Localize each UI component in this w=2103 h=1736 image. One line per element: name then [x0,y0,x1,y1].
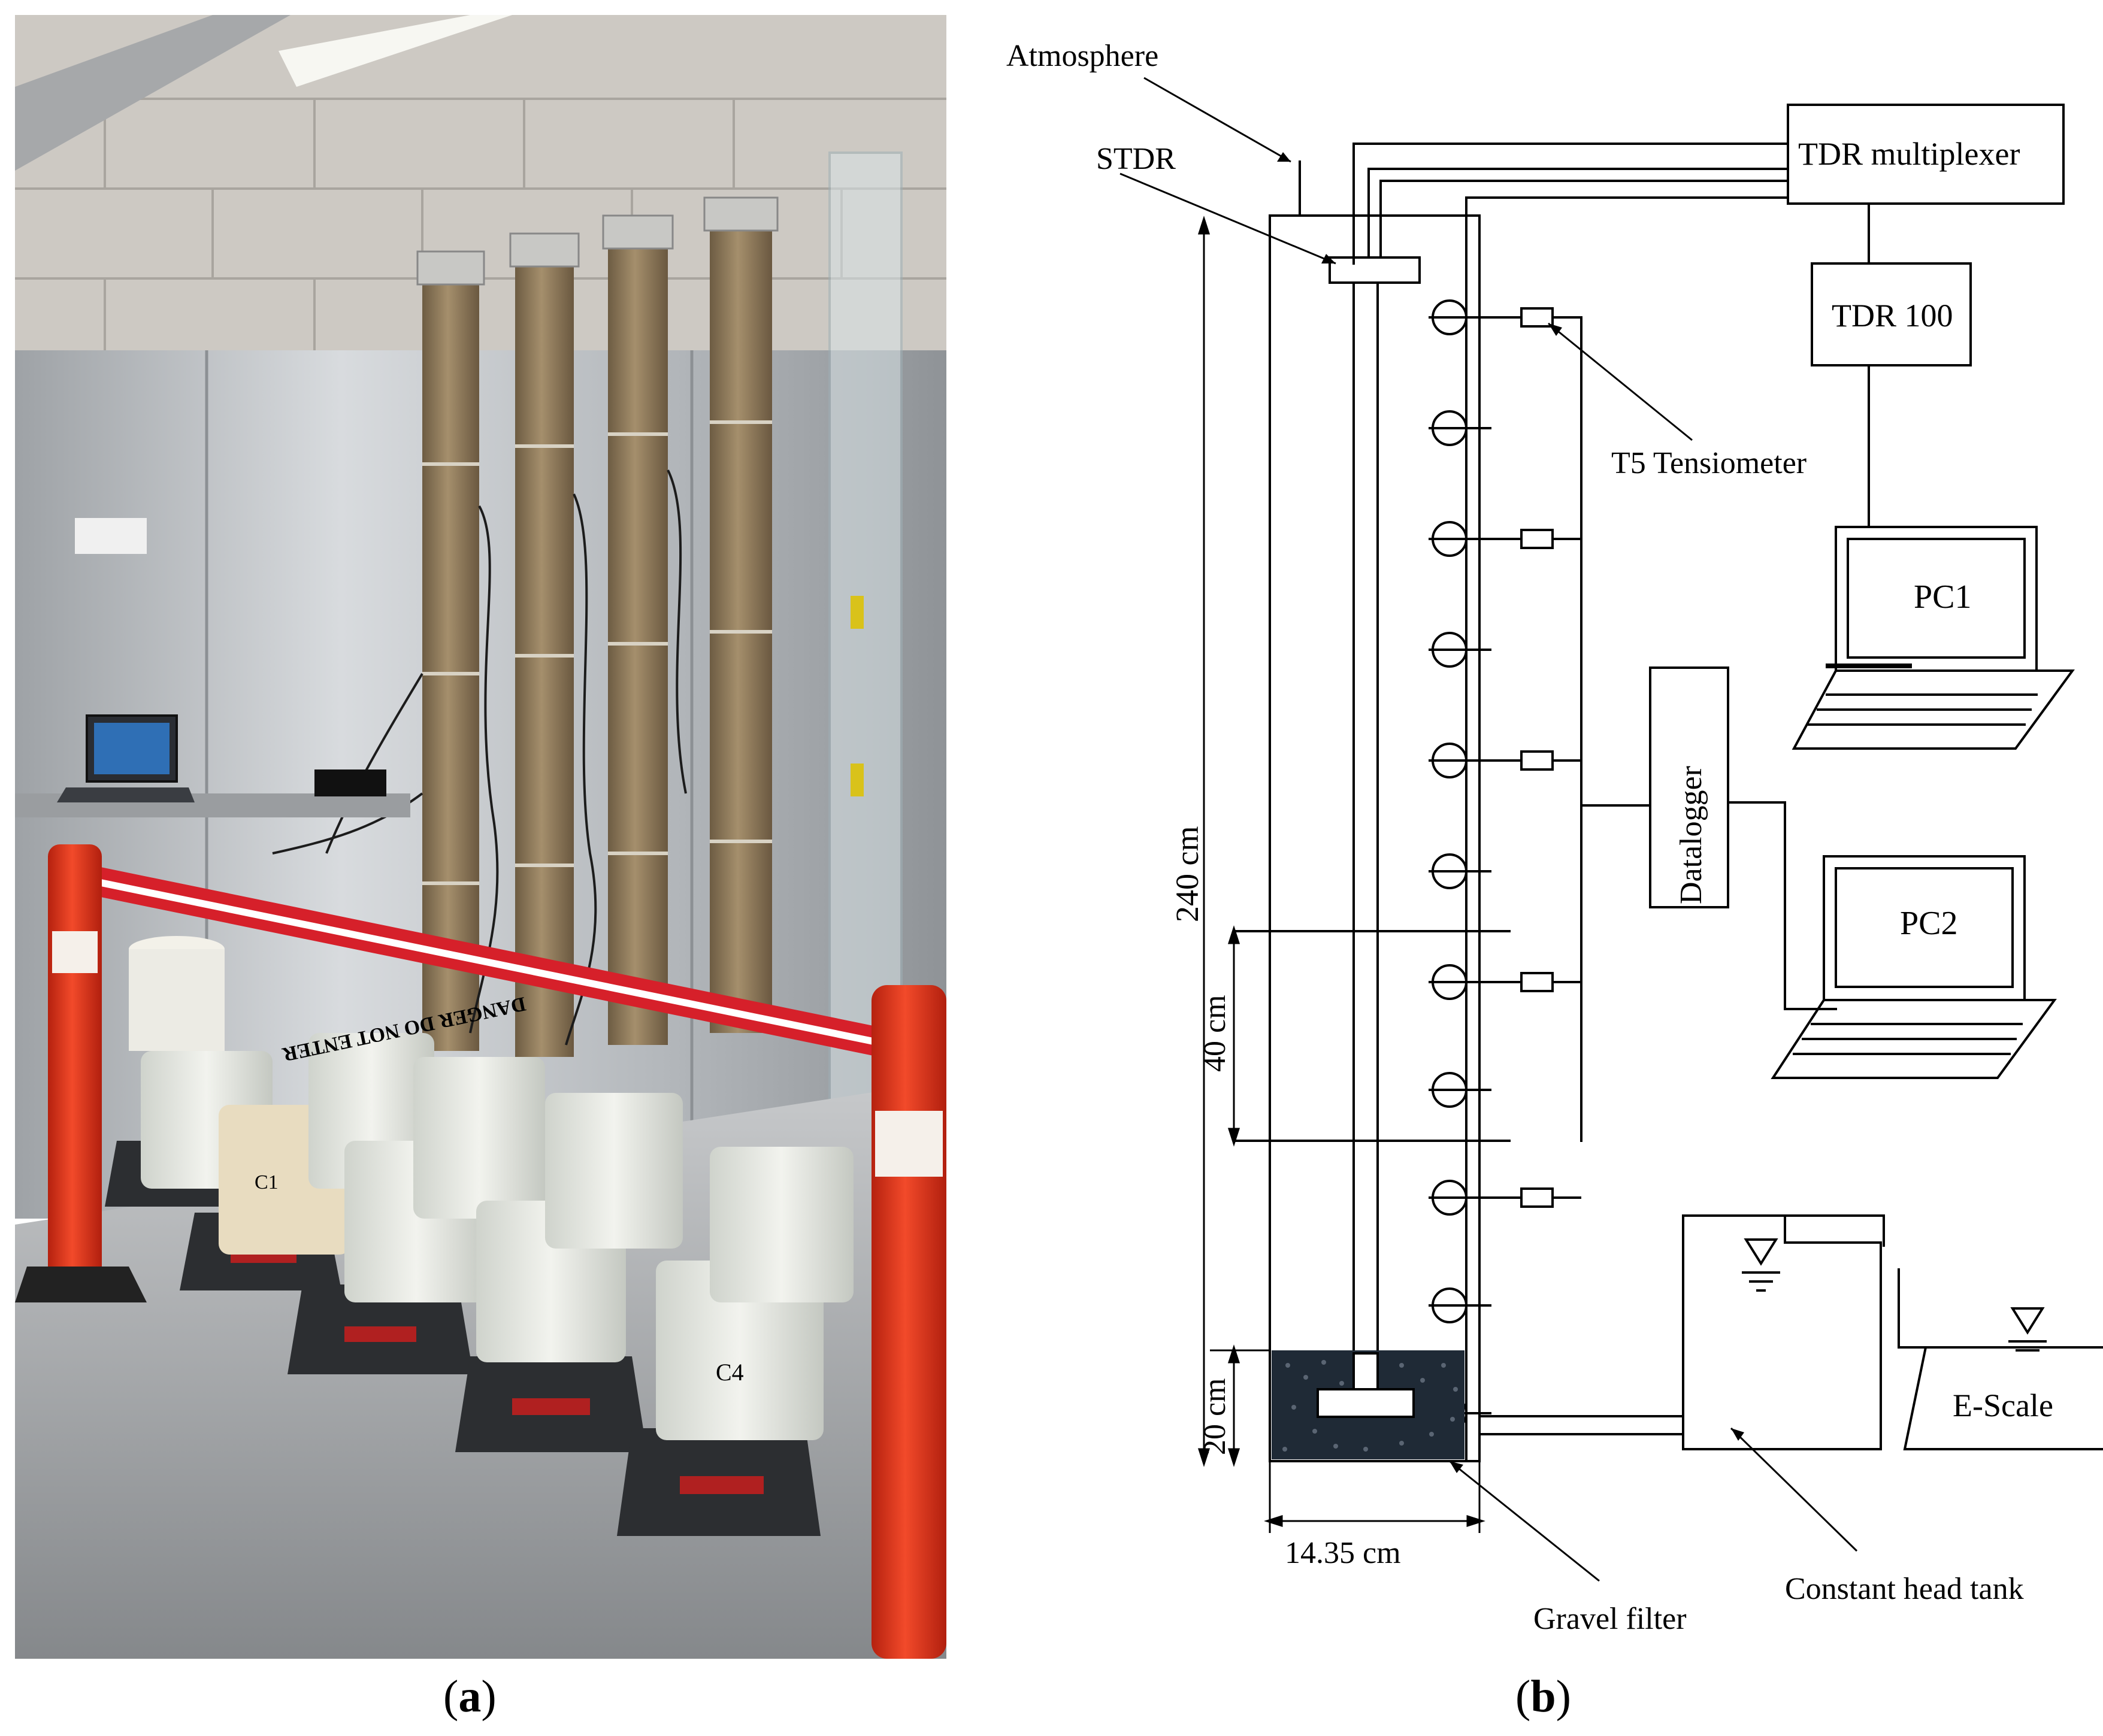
water-container [710,1147,854,1302]
datalogger-to-pc2 [1727,801,1837,1010]
scale [455,1356,647,1452]
dimension-lines [1197,216,1485,1533]
caption-b: (b) [1515,1671,1571,1722]
water-container [545,1093,683,1249]
scale [288,1284,473,1374]
constant-head-tank [1682,1214,1882,1450]
arrow-heads [1277,152,1744,1473]
column-to-multiplexer [1465,196,1789,217]
soil-column [509,232,580,1057]
column-clamps [422,420,772,885]
label-tdr-100: TDR 100 [1832,298,1953,334]
e-scale [1903,1346,2103,1450]
pc1-keyboard [1792,669,2075,750]
dim-spacing: 40 cm [1198,995,1232,1072]
barrier-tape-stripe [63,871,937,1058]
caption-b-letter: b [1530,1671,1556,1722]
water-container [413,1057,545,1219]
caption-a: (a) [443,1671,497,1722]
filter-probe-head [1317,1388,1415,1418]
dim-filter-height: 20 cm [1198,1378,1232,1455]
t5-tensiometers [1466,307,1581,1208]
water-level-scale [2008,1307,2047,1352]
container-label-c1: C1 [255,1171,279,1193]
label-pc1: PC1 [1914,578,1972,616]
label-t5-tensiometer: T5 Tensiometer [1611,446,1807,480]
lab-photo: C1 C4 DANGER DO NOT ENTER [15,15,946,1659]
schematic-diagram: Atmosphere STDR TDR multiplexer TDR 100 … [1006,39,2103,1636]
soil-column [602,214,674,1045]
soil-column [416,250,485,1051]
caption-a-letter: a [458,1671,482,1722]
label-tdr-multiplexer: TDR multiplexer [1798,136,2020,172]
label-pc2: PC2 [1900,905,1958,942]
label-atmosphere: Atmosphere [1006,39,1158,73]
bucket [129,949,225,1051]
water-level-tank [1742,1238,1780,1292]
datalogger-box [1649,666,1729,908]
soil-column [703,196,779,1033]
pc1-hinge [1826,664,1912,668]
schematic: Atmosphere STDR TDR multiplexer TDR 100 … [982,0,2103,1665]
stdr-cable-outer [1379,180,1789,259]
container-label-c4: C4 [716,1359,744,1386]
stdr-probe [1329,256,1421,284]
label-gravel-filter: Gravel filter [1533,1602,1687,1636]
filter-probe-stem [1352,1352,1379,1390]
leader-arrows [1119,77,1858,1582]
stdr-cable-inner [1367,168,1789,259]
traffic-cone-left [15,844,147,1302]
dim-height-total: 240 cm [1169,826,1205,922]
water-container-c4 [656,1261,824,1440]
scale [617,1428,821,1536]
tank-outlet-top [1784,1214,1882,1244]
ceiling-light [279,15,512,87]
gravel-texture [1282,1360,1458,1452]
acrylic-sensor [851,596,864,629]
traffic-cone-right [872,985,946,1659]
dim-diameter: 14.35 cm [1285,1536,1401,1570]
label-stdr: STDR [1096,142,1176,176]
tensiometer-ports [1429,299,1491,1431]
label-constant-head-tank: Constant head tank [1785,1572,2024,1606]
e-scale-container [1898,1268,2103,1349]
pc2-screen [1835,867,2014,988]
label-datalogger: Datalogger [1674,766,1708,904]
tdr-multiplexer-box [1787,104,2065,205]
tdr-100-box [1811,262,1972,366]
pc1-screen [1847,538,2026,659]
wall-sticker [75,518,147,554]
datalogger-box [314,769,386,796]
lab-photo-illustration: C1 C4 DANGER DO NOT ENTER [15,15,946,1659]
cable-tray [15,15,291,171]
laptop [57,714,195,802]
label-e-scale: E-Scale [1953,1387,2053,1423]
pc2-keyboard [1771,999,2057,1079]
acrylic-sensor [851,764,864,796]
